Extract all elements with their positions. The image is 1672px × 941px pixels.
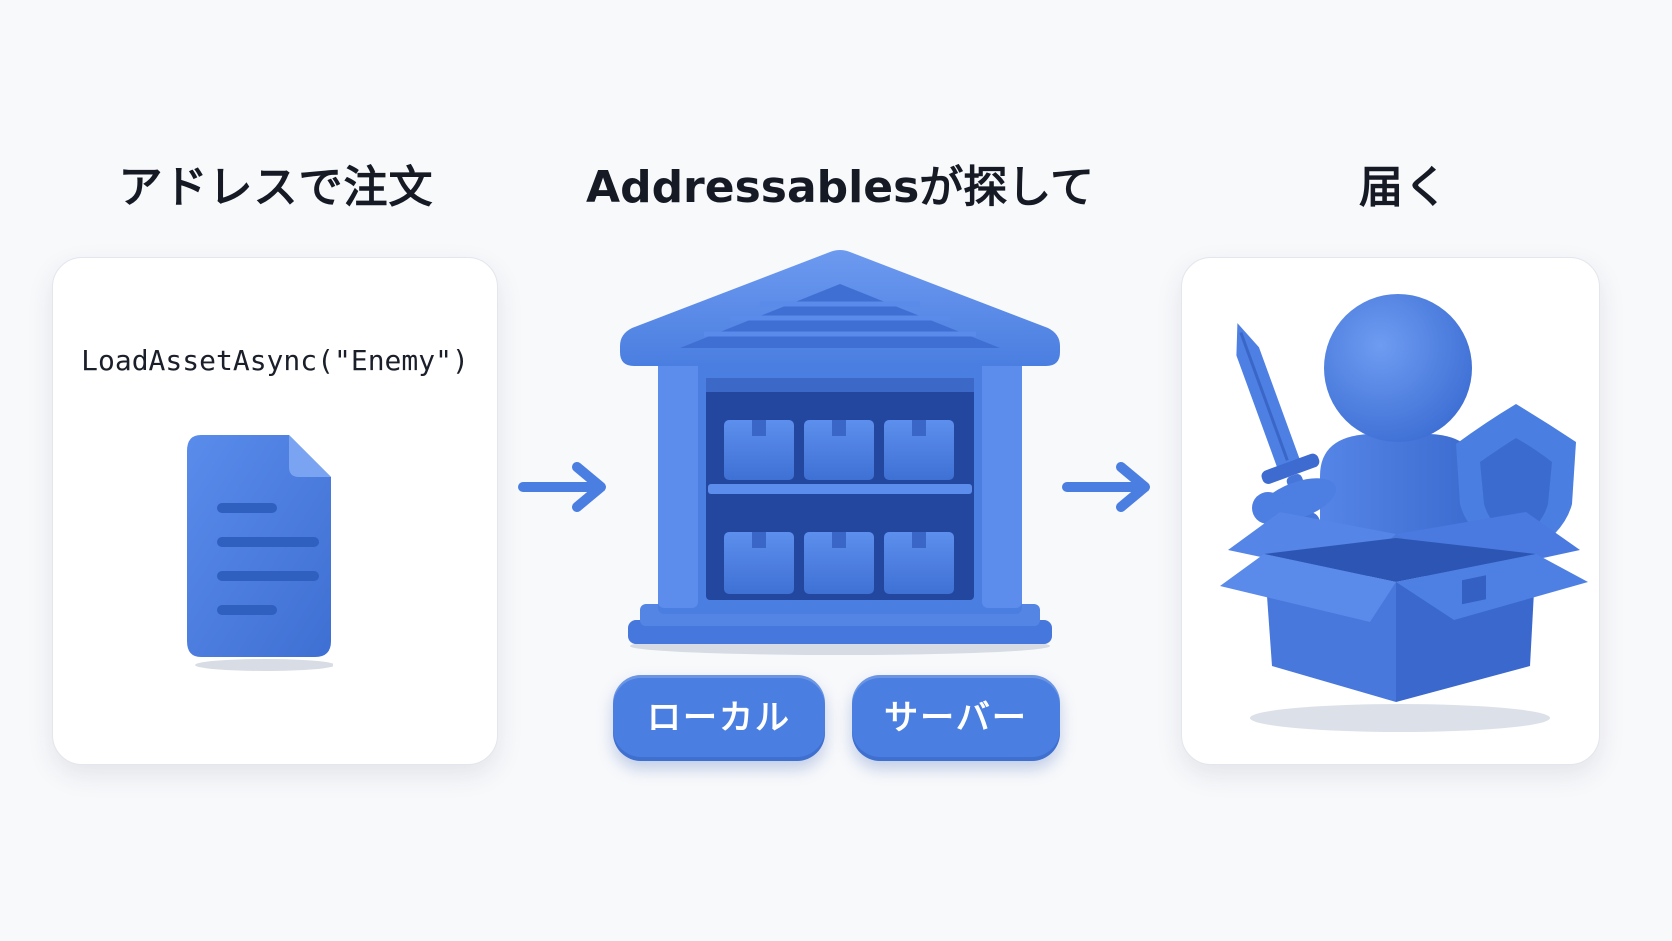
local-source-badge: ローカル bbox=[613, 675, 825, 761]
character-in-box-icon bbox=[1220, 294, 1588, 732]
warehouse-icon bbox=[620, 250, 1060, 655]
arrow-right-icon bbox=[1062, 462, 1150, 512]
arrow-right-icon bbox=[518, 462, 606, 512]
step-1-heading: アドレスで注文 bbox=[118, 162, 434, 213]
document-icon bbox=[187, 435, 333, 671]
server-source-badge: サーバー bbox=[852, 675, 1060, 761]
order-card: LoadAssetAsync("Enemy") bbox=[52, 257, 498, 765]
load-asset-code: LoadAssetAsync("Enemy") bbox=[81, 344, 469, 377]
step-2-heading: Addressablesが探して bbox=[586, 162, 1094, 213]
step-3-heading: 届く bbox=[1359, 162, 1449, 213]
